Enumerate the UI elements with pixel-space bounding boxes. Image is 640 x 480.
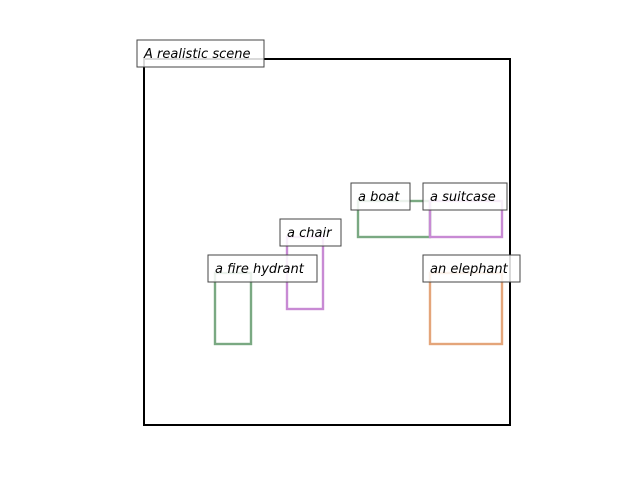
- suitcase-label: a suitcase: [422, 182, 508, 211]
- chair-label: a chair: [279, 218, 342, 247]
- fire-hydrant-label-text: a fire hydrant: [215, 262, 305, 277]
- fire-hydrant-label: a fire hydrant: [207, 254, 318, 283]
- suitcase-label-text: a suitcase: [430, 190, 496, 205]
- elephant-label: an elephant: [422, 254, 521, 283]
- scene-frame: [143, 58, 511, 426]
- fire-hydrant-box: [213, 271, 253, 346]
- scene-title-label: A realistic scene: [136, 39, 265, 68]
- boat-label: a boat: [350, 182, 411, 211]
- chair-label-text: a chair: [287, 226, 333, 241]
- elephant-label-text: an elephant: [430, 262, 509, 277]
- scene-title: A realistic scene: [143, 47, 250, 62]
- boat-label-text: a boat: [358, 190, 400, 205]
- elephant-box: [428, 271, 504, 346]
